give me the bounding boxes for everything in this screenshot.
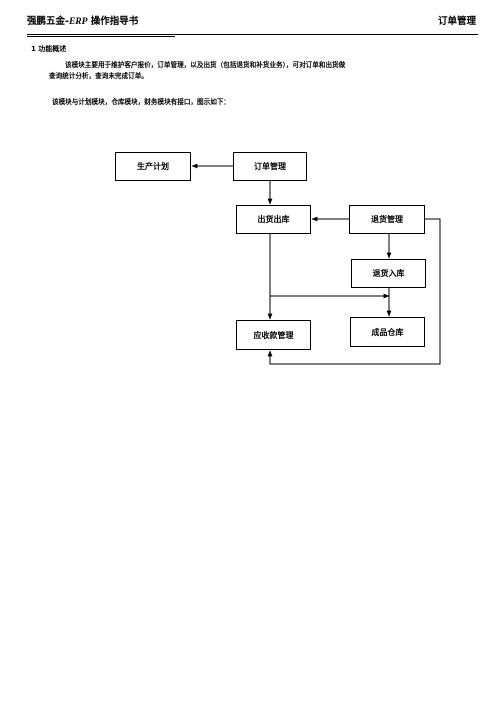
header-title-suffix: 操作指导书: [87, 16, 139, 27]
header-rule-short: [27, 36, 175, 37]
order-management-box: 订单管理: [233, 152, 307, 181]
header-title-prefix: 强鹏五金-: [27, 16, 69, 27]
paragraph-line-3: 该模块与计划模块，仓库模块，财务模块有接口，图示如下：: [52, 98, 231, 106]
shipping-out-box: 出货出库: [236, 205, 311, 234]
receivable-management-box: 应收款管理: [236, 320, 311, 350]
section-title: 1 功能概述: [31, 45, 67, 53]
return-in-box: 退货入库: [351, 259, 426, 288]
production-plan-box: 生产计划: [115, 152, 191, 181]
header-title-erp: ERP: [68, 17, 88, 27]
arrow-return-to-receivable: [267, 218, 441, 365]
return-management-box: 退货管理: [349, 205, 425, 234]
header-rule: [27, 34, 478, 35]
paragraph-line-1: 该模块主要用于维护客户报价，订单管理，以及出货（包括退货和补货业务），可对订单和…: [65, 61, 346, 69]
finished-warehouse-box: 成品仓库: [350, 317, 425, 347]
paragraph-line-2: 查询统计分析，查询未完成订单。: [49, 72, 148, 80]
header-section-name: 订单管理: [437, 16, 476, 27]
document-header-title: 强鹏五金-ERP 操作指导书: [27, 13, 138, 27]
